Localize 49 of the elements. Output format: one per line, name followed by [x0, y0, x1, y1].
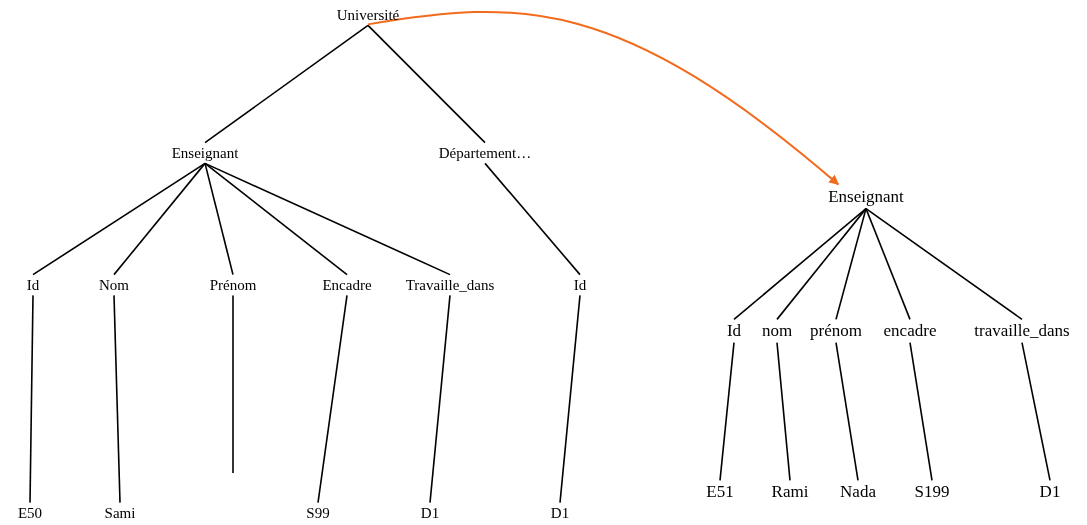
node-label: Id: [26, 275, 40, 295]
node-label: Département…: [438, 143, 532, 163]
connector-line: [317, 294, 348, 504]
node-label: S199: [914, 481, 950, 503]
node-label: Prénom: [209, 275, 257, 295]
connector-line: [1021, 341, 1051, 482]
connector-line: [204, 162, 451, 276]
node-label: Enseignant: [171, 143, 239, 163]
node-label: Sami: [104, 503, 136, 523]
connector-line: [32, 162, 206, 276]
connector-line: [367, 24, 486, 144]
node-label: S99: [306, 503, 330, 523]
connector-line: [113, 294, 121, 504]
connector-line: [232, 294, 234, 474]
connector-line: [113, 162, 206, 276]
node-label: Id: [573, 275, 587, 295]
connector-line: [909, 341, 933, 482]
node-label: D1: [420, 503, 440, 523]
node-label: Encadre: [322, 275, 372, 295]
node-label: travaille_dans: [974, 320, 1070, 342]
node-label: Nom: [99, 275, 129, 295]
connector-line: [204, 162, 348, 276]
node-label: Id: [726, 320, 742, 342]
connector-line: [865, 207, 1023, 321]
connector-line: [865, 207, 911, 321]
connector-line: [559, 294, 581, 504]
connector-line: [776, 341, 791, 482]
node-label: prénom: [810, 320, 862, 342]
connector-line: [429, 294, 451, 504]
node-label: E50: [17, 503, 43, 523]
node-label: Enseignant: [828, 186, 904, 208]
node-label: Université: [336, 5, 400, 25]
connector-line: [719, 341, 735, 482]
connector-line: [29, 294, 34, 504]
node-label: E51: [706, 481, 734, 503]
connector-line: [204, 162, 234, 276]
arrow: [367, 11, 840, 186]
connector-line: [204, 24, 369, 144]
node-label: nom: [761, 320, 793, 342]
node-label: Travaille_dans: [405, 275, 495, 295]
node-label: encadre: [883, 320, 937, 342]
node-label: D1: [550, 503, 570, 523]
node-label: Nada: [840, 481, 876, 503]
connector-line: [835, 341, 859, 482]
node-label: Rami: [771, 481, 809, 503]
connector-line: [776, 207, 867, 321]
connector-line: [484, 162, 581, 276]
node-label: D1: [1039, 481, 1061, 503]
connector-line: [835, 207, 867, 321]
